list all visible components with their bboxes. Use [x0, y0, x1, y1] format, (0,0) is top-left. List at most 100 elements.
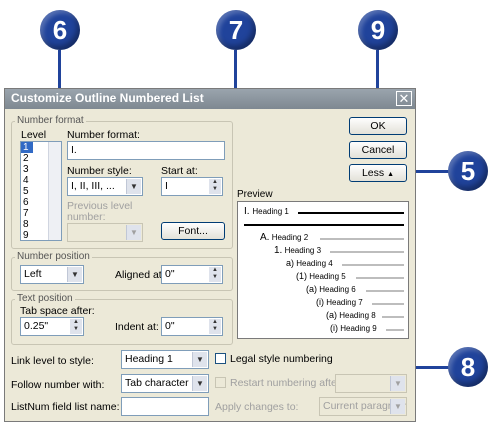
- level-item-9[interactable]: 9: [23, 230, 29, 241]
- indent-at-spinner[interactable]: 0" ▲▼: [161, 317, 223, 336]
- callout-5: 5: [448, 151, 488, 191]
- spinner-arrows-icon[interactable]: ▲▼: [70, 319, 82, 334]
- start-at-label: Start at:: [161, 165, 198, 177]
- preview-item-6: (a) Heading 6: [306, 284, 356, 294]
- ok-button[interactable]: OK: [349, 117, 407, 135]
- number-style-select[interactable]: I, II, III, ... ▼: [67, 177, 143, 196]
- listnum-input[interactable]: [121, 397, 209, 416]
- level-item-1[interactable]: 1: [21, 142, 33, 153]
- apply-changes-select: Current paragraph ▼: [319, 397, 407, 416]
- level-item-3[interactable]: 3: [23, 164, 29, 175]
- chevron-down-icon: ▼: [390, 376, 405, 391]
- chevron-down-icon[interactable]: ▼: [192, 376, 207, 391]
- callout-9: 9: [358, 10, 398, 50]
- level-item-5[interactable]: 5: [23, 186, 29, 197]
- indent-at-label: Indent at:: [115, 321, 159, 333]
- aligned-at-label: Aligned at:: [115, 269, 165, 281]
- level-item-8[interactable]: 8: [23, 219, 29, 230]
- tab-space-label: Tab space after:: [20, 305, 95, 317]
- apply-changes-value: Current paragraph: [323, 400, 407, 412]
- number-position-value: Left: [24, 268, 42, 280]
- number-format-label: Number format:: [67, 129, 140, 141]
- level-item-2[interactable]: 2: [23, 153, 29, 164]
- link-level-value: Heading 1: [125, 353, 173, 365]
- preview-line-1b: [244, 224, 404, 226]
- close-icon[interactable]: ✕: [396, 91, 412, 106]
- chevron-down-icon: ▼: [390, 399, 405, 414]
- number-style-value: I, II, III, ...: [71, 180, 115, 192]
- preview-item-9: (i) Heading 9: [330, 323, 377, 333]
- callout-6: 6: [40, 10, 80, 50]
- chevron-down-icon[interactable]: ▼: [126, 179, 141, 194]
- level-list[interactable]: 1 2 3 4 5 6 7 8 9: [20, 141, 62, 241]
- chevron-up-icon: ▲: [387, 171, 395, 178]
- legal-style-checkbox[interactable]: [215, 353, 226, 364]
- preview-line-1: [298, 212, 404, 214]
- aligned-at-spinner[interactable]: 0" ▲▼: [161, 265, 223, 284]
- previous-level-label: Previous level number:: [67, 200, 133, 223]
- callout-5-line: [406, 170, 450, 173]
- callout-8: 8: [448, 347, 488, 387]
- preview-line-4: [342, 264, 404, 266]
- start-at-value: I: [165, 180, 168, 192]
- text-position-group-label: Text position: [15, 293, 75, 304]
- listnum-label: ListNum field list name:: [11, 401, 120, 413]
- chevron-down-icon[interactable]: ▼: [67, 267, 82, 282]
- customize-outline-dialog: Customize Outline Numbered List ✕ Number…: [4, 88, 416, 422]
- number-position-select[interactable]: Left ▼: [20, 265, 84, 284]
- number-format-group: [11, 121, 233, 249]
- less-button-label: Less: [361, 167, 385, 179]
- number-format-input[interactable]: I.: [67, 141, 225, 160]
- callout-7: 7: [216, 10, 256, 50]
- preview-item-2: A. Heading 2: [260, 232, 309, 243]
- preview-line-6: [366, 290, 404, 292]
- preview-line-9: [386, 329, 404, 331]
- text-position-group: [11, 299, 233, 345]
- chevron-down-icon[interactable]: ▼: [192, 352, 207, 367]
- spinner-arrows-icon[interactable]: ▲▼: [209, 179, 221, 194]
- level-list-scrollbar[interactable]: [48, 142, 61, 240]
- chevron-down-icon: ▼: [126, 225, 141, 240]
- preview-item-3: 1. Heading 3: [274, 245, 322, 256]
- number-format-group-label: Number format: [15, 115, 86, 126]
- less-button[interactable]: Less ▲: [349, 164, 407, 182]
- tab-space-spinner[interactable]: 0.25" ▲▼: [20, 317, 84, 336]
- follow-number-select[interactable]: Tab character ▼: [121, 374, 209, 393]
- number-position-group-label: Number position: [15, 251, 92, 262]
- font-button[interactable]: Font...: [161, 222, 225, 240]
- link-level-label: Link level to style:: [11, 355, 94, 367]
- preview-line-3: [330, 251, 404, 253]
- level-item-7[interactable]: 7: [23, 208, 29, 219]
- dialog-title: Customize Outline Numbered List: [11, 91, 204, 105]
- cancel-button[interactable]: Cancel: [349, 141, 407, 159]
- preview-item-8: (a) Heading 8: [326, 310, 376, 320]
- level-label: Level: [21, 129, 47, 141]
- apply-changes-label: Apply changes to:: [215, 401, 299, 413]
- start-at-spinner[interactable]: I ▲▼: [161, 177, 223, 196]
- preview-item-1: I. Heading 1: [244, 206, 289, 217]
- preview-item-5: (1) Heading 5: [296, 271, 346, 281]
- number-position-group: [11, 257, 233, 291]
- restart-numbering-select: ▼: [335, 374, 407, 393]
- follow-number-value: Tab character: [125, 377, 189, 389]
- restart-numbering-checkbox: [215, 377, 226, 388]
- number-style-label: Number style:: [67, 165, 132, 177]
- aligned-at-value: 0": [165, 268, 175, 280]
- title-bar: Customize Outline Numbered List ✕: [5, 89, 415, 109]
- follow-number-label: Follow number with:: [11, 379, 105, 391]
- link-level-select[interactable]: Heading 1 ▼: [121, 350, 209, 369]
- preview-item-7: (i) Heading 7: [316, 297, 363, 307]
- callout-9-line: [376, 50, 379, 118]
- tab-space-value: 0.25": [24, 320, 49, 332]
- spinner-arrows-icon[interactable]: ▲▼: [209, 267, 221, 282]
- preview-line-5: [356, 277, 404, 279]
- level-item-4[interactable]: 4: [23, 175, 29, 186]
- preview-line-2: [320, 238, 404, 240]
- spinner-arrows-icon[interactable]: ▲▼: [209, 319, 221, 334]
- indent-at-value: 0": [165, 320, 175, 332]
- level-item-6[interactable]: 6: [23, 197, 29, 208]
- preview-item-4: a) Heading 4: [286, 258, 333, 268]
- previous-level-select: ▼: [67, 223, 143, 242]
- preview-label: Preview: [237, 189, 273, 200]
- preview-line-8: [382, 316, 404, 318]
